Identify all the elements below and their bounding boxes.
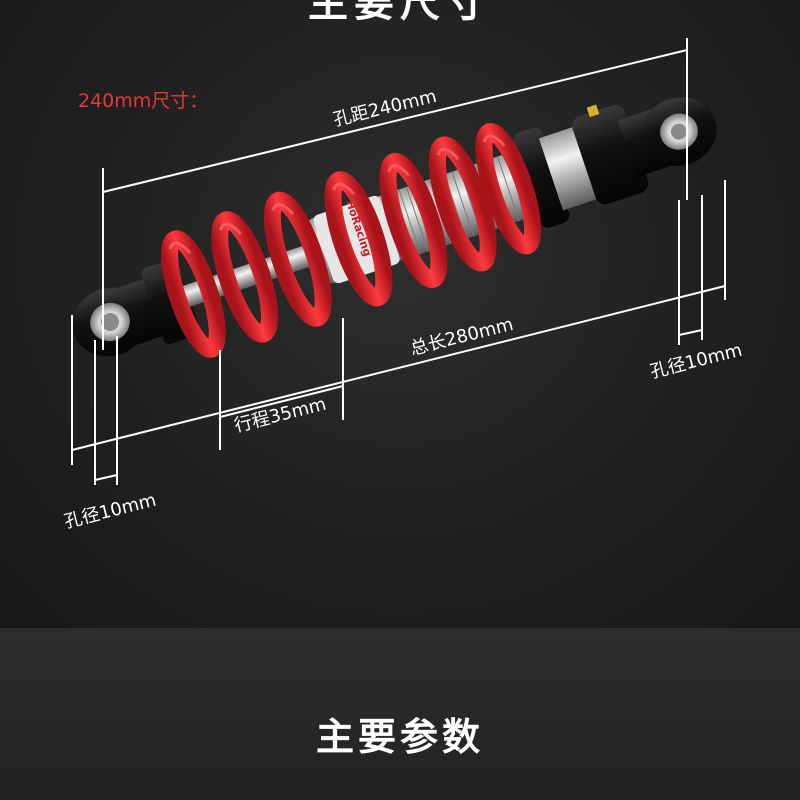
hole-diameter-left-label: 孔径10mm — [62, 490, 158, 533]
red-spring — [161, 123, 542, 358]
right-eyelet — [617, 97, 717, 178]
stroke-line — [219, 385, 344, 418]
hole-diameter-right-label: 孔径10mm — [648, 340, 744, 383]
size-caption: 240mm尺寸： — [78, 90, 209, 112]
shock-absorber-illustration: HoRacing — [72, 97, 717, 358]
dimension-lines — [71, 38, 726, 485]
parameters-section — [0, 628, 800, 800]
hole-left-tick — [94, 474, 118, 481]
shock-absorber-diagram: HoRacing — [62, 38, 744, 533]
dimension-diagram-panel: 主要尺寸 240mm尺寸： — [0, 0, 800, 628]
hole-distance-line — [102, 49, 688, 193]
stroke-label: 行程35mm — [232, 394, 328, 437]
total-length-line — [71, 285, 726, 451]
section-title: 主要参数 — [315, 715, 484, 759]
hole-right-tick — [678, 329, 703, 336]
spring-highlights — [168, 134, 506, 254]
left-eyelet — [72, 277, 167, 357]
page-title: 主要尺寸 — [308, 0, 492, 26]
